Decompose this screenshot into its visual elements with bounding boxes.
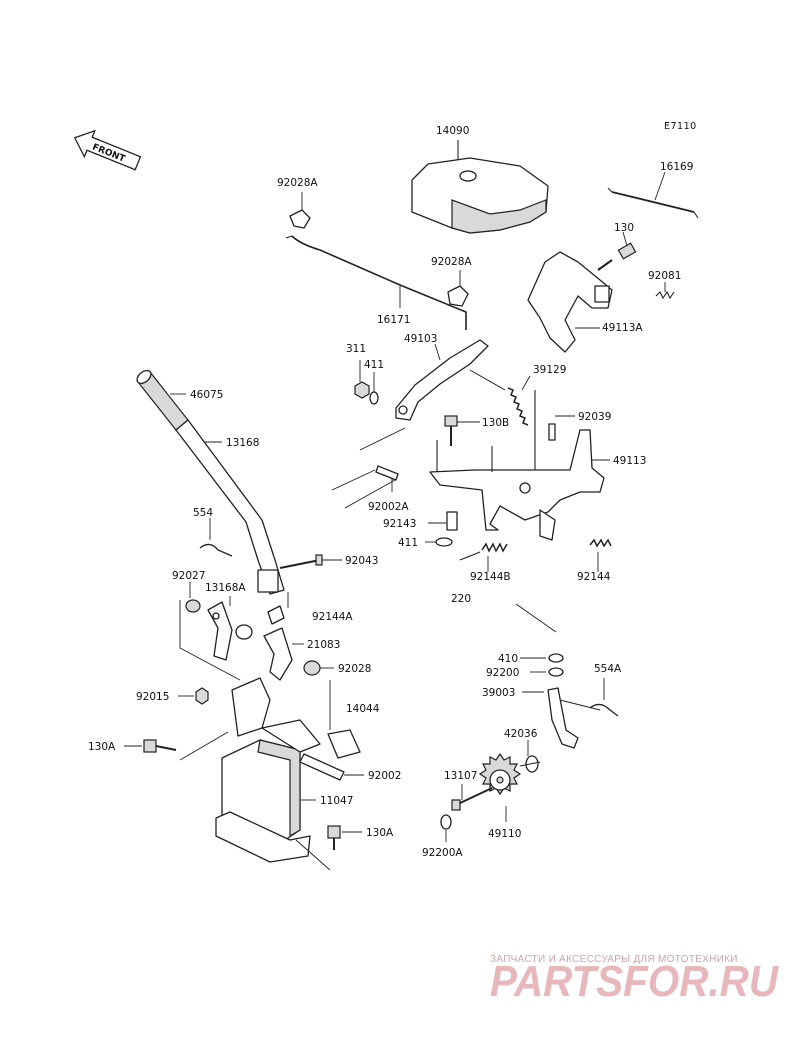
part-pin-92002A	[331, 427, 406, 509]
watermark-brand: PARTSFOR.RU	[490, 957, 779, 1006]
part-collar-92028	[303, 660, 334, 676]
watermark: ЗАПЧАСТИ И АКСЕССУАРЫ ДЛЯ МОТОТЕХНИКИ PA…	[490, 954, 779, 1006]
part-spring-39129	[469, 369, 531, 426]
part-washer-92200	[530, 667, 564, 677]
part-bracket-49113A	[527, 251, 613, 353]
label-92200A: 92200A	[422, 847, 463, 859]
label-92015: 92015	[136, 691, 169, 703]
part-labels: 14090 16169 92028A 130 92081 92028A 4911…	[88, 125, 693, 859]
label-311: 311	[346, 343, 366, 355]
label-21083: 21083	[307, 639, 340, 651]
part-rod-16169	[607, 171, 699, 219]
label-92039: 92039	[578, 411, 611, 423]
label-92043: 92043	[345, 555, 378, 567]
part-spring-92144	[589, 538, 612, 572]
label-130B: 130B	[482, 417, 509, 429]
label-92028A-1: 92028A	[277, 177, 318, 189]
label-46075: 46075	[190, 389, 223, 401]
label-92027: 92027	[172, 570, 205, 582]
part-bolt-130A-bottom	[295, 825, 362, 871]
part-nut-311	[354, 360, 370, 399]
label-554: 554	[193, 507, 213, 519]
part-pin-554A	[589, 678, 619, 717]
part-bolt-13107	[451, 784, 493, 811]
part-pin-92002	[299, 753, 364, 781]
part-washer-411b	[425, 537, 453, 547]
label-49113: 49113	[613, 455, 646, 467]
label-411-mid: 411	[398, 537, 418, 549]
label-92081: 92081	[648, 270, 681, 282]
part-arm-21083	[263, 627, 304, 681]
label-92143: 92143	[383, 518, 416, 530]
label-220: 220	[451, 593, 471, 605]
label-92028: 92028	[338, 663, 371, 675]
label-554A: 554A	[594, 663, 622, 675]
part-arm-13168A	[207, 596, 253, 661]
part-bracket-14044	[231, 677, 361, 759]
label-39003: 39003	[482, 687, 515, 699]
label-14044: 14044	[346, 703, 380, 715]
part-bracket-49113	[429, 390, 610, 541]
part-washer-410	[515, 603, 564, 663]
part-cable-16171	[285, 192, 469, 330]
label-92200: 92200	[486, 667, 519, 679]
watermark-caption: ЗАПЧАСТИ И АКСЕССУАРЫ ДЛЯ МОТОТЕХНИКИ	[490, 954, 738, 965]
label-130-top: 130	[614, 222, 634, 234]
label-49113A: 49113A	[602, 322, 643, 334]
part-lever-13168	[175, 419, 285, 595]
label-42036: 42036	[504, 728, 538, 740]
part-bolt-130B	[444, 415, 480, 446]
part-cover-14090	[411, 140, 549, 234]
label-14090: 14090	[436, 125, 469, 137]
part-nut-92015	[178, 687, 209, 705]
label-16171: 16171	[377, 314, 410, 326]
label-92002A: 92002A	[368, 501, 409, 513]
label-13168: 13168	[226, 437, 259, 449]
part-collar-92143	[428, 511, 458, 531]
part-bushing-92027	[179, 582, 241, 681]
label-92144: 92144	[577, 571, 611, 583]
part-spring-92144B	[459, 542, 508, 572]
part-washer-411	[369, 372, 379, 405]
label-92144B: 92144B	[470, 571, 511, 583]
part-pin-92039	[548, 415, 575, 441]
part-arm-49103	[395, 339, 489, 421]
label-13107: 13107	[444, 770, 477, 782]
part-shaft-42036	[519, 740, 541, 773]
label-92002: 92002	[368, 770, 401, 782]
part-clip-92144A	[267, 592, 289, 625]
label-39129: 39129	[533, 364, 566, 376]
label-16169: 16169	[660, 161, 693, 173]
diagram-code: E7110	[664, 121, 697, 132]
part-gear-49110	[478, 752, 522, 822]
label-411-top: 411	[364, 359, 384, 371]
label-92028A-2: 92028A	[431, 256, 472, 268]
label-13168A: 13168A	[205, 582, 246, 594]
label-410: 410	[498, 653, 518, 665]
part-grip-46075	[136, 369, 189, 431]
label-130A-left: 130A	[88, 741, 116, 753]
label-49110: 49110	[488, 828, 521, 840]
part-spring-92081	[655, 282, 675, 300]
front-arrow-icon: FRONT	[73, 129, 142, 171]
part-washer-92200A	[440, 814, 452, 842]
label-49103: 49103	[404, 333, 437, 345]
part-bolt-130	[597, 231, 637, 271]
part-bolt-130A-left	[124, 731, 229, 761]
part-pin-554	[199, 518, 233, 557]
part-housing-11047	[215, 719, 321, 863]
part-lever-39003	[522, 687, 601, 749]
label-130A-bottom: 130A	[366, 827, 394, 839]
label-92144A: 92144A	[312, 611, 353, 623]
part-bolt-92043	[279, 554, 342, 569]
label-11047: 11047	[320, 795, 353, 807]
